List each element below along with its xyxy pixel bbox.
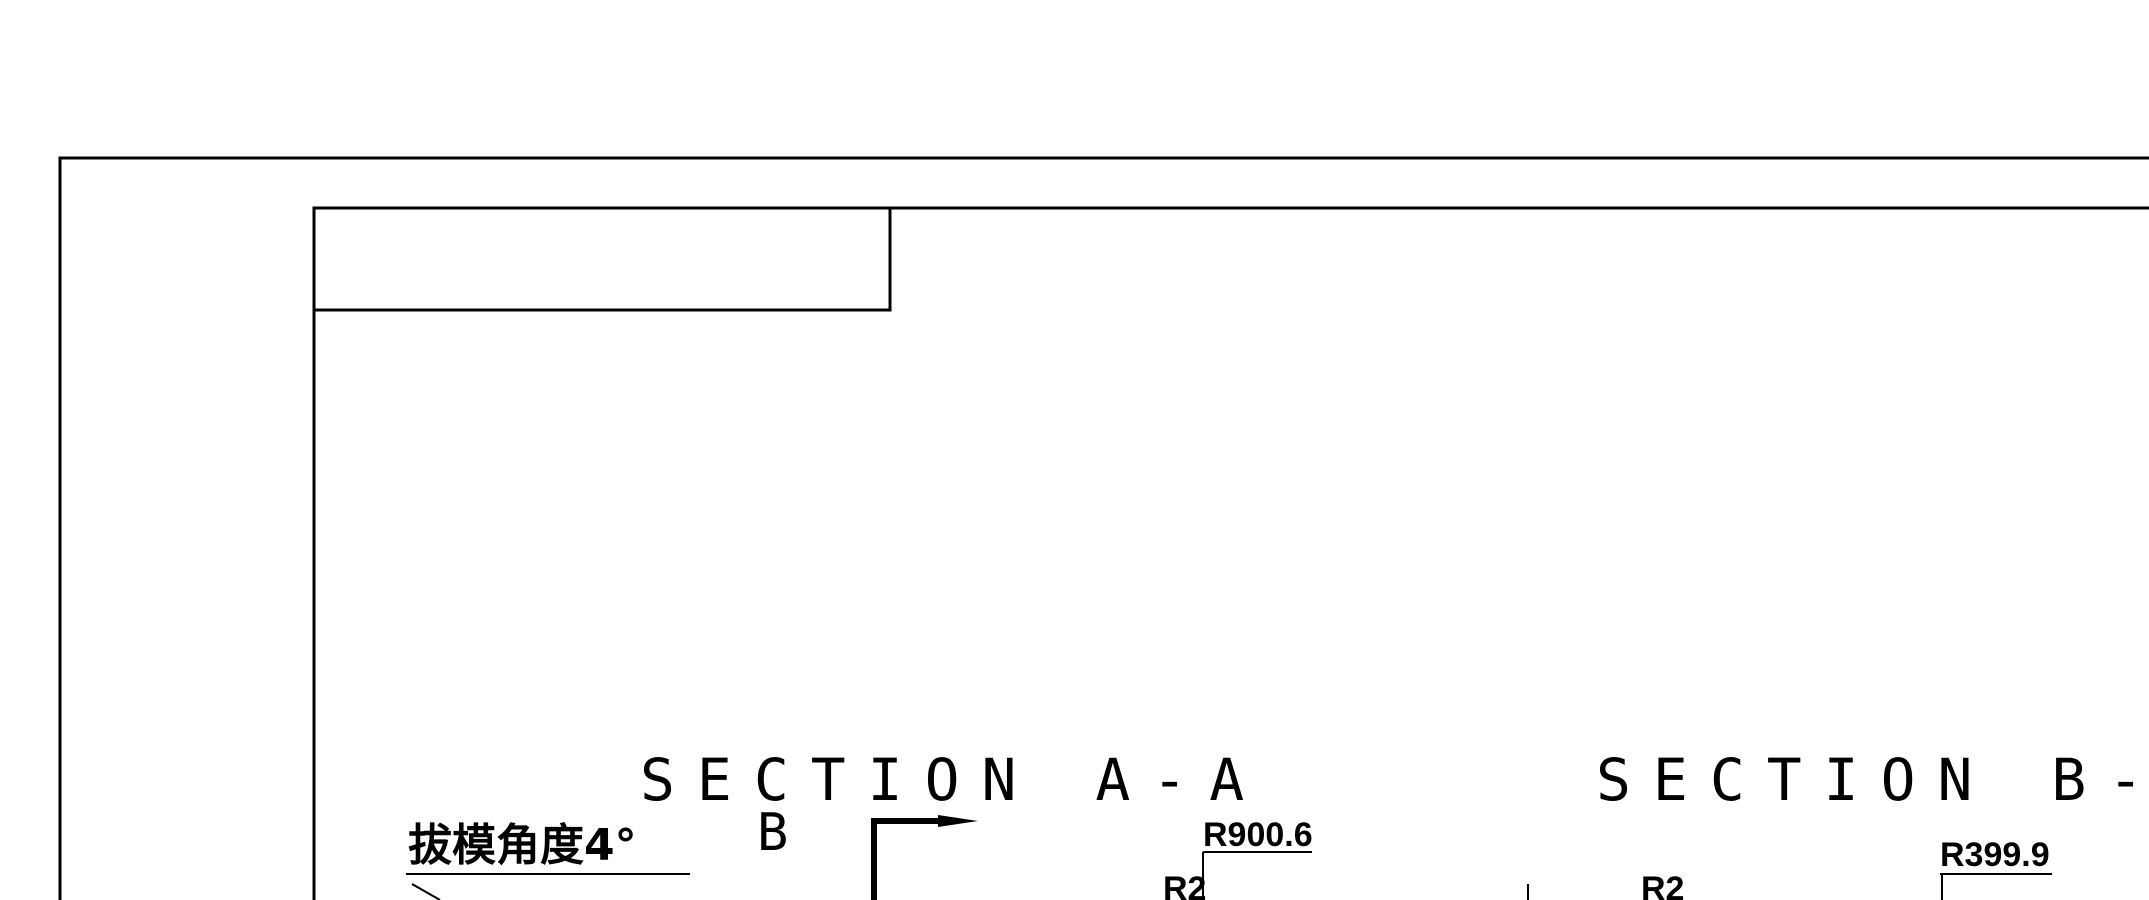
cut-marker-arrowhead xyxy=(938,815,978,827)
dimension-r399-9: R399.9 xyxy=(1940,836,2050,874)
draft-angle-note: 拔模角度4° xyxy=(408,820,637,871)
section-b-title: SECTION B-B xyxy=(1596,746,2149,814)
draft-angle-leader xyxy=(411,883,441,900)
dimension-r900-6: R900.6 xyxy=(1203,816,1313,854)
radius-r2-b: R2 xyxy=(1641,870,1684,900)
outer-frame xyxy=(58,156,2149,900)
cut-marker-label: B xyxy=(757,803,788,863)
cut-marker-line xyxy=(871,818,944,900)
radius-r2-a: R2 xyxy=(1163,870,1206,900)
inner-frame xyxy=(312,206,2149,900)
section-a-title: SECTION A-A xyxy=(640,746,1266,814)
title-block-box xyxy=(314,208,892,312)
